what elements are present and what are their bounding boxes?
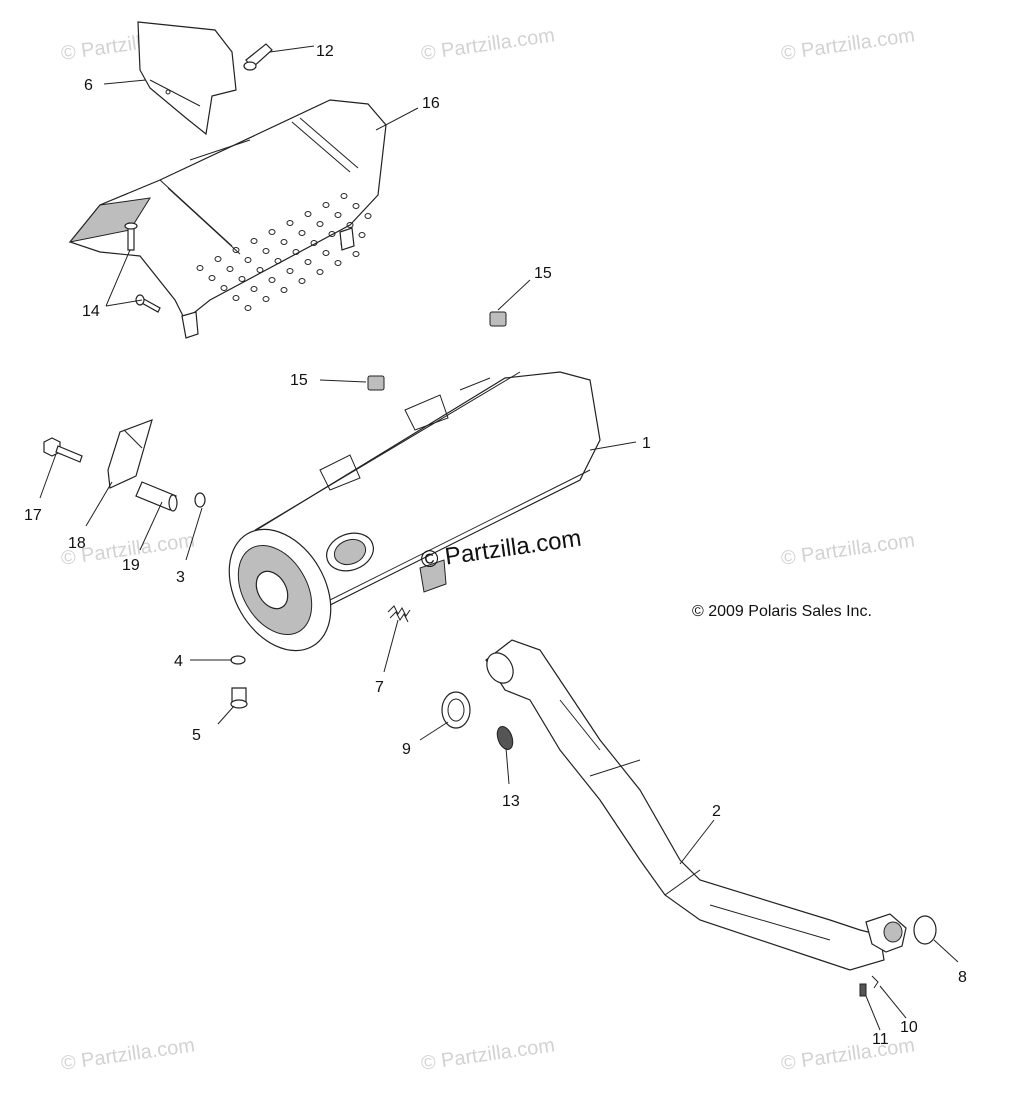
callout-9: 9	[402, 741, 411, 758]
vent-hole	[316, 221, 324, 227]
part-15-clip	[489, 311, 507, 327]
vent-hole	[232, 295, 240, 301]
vent-hole	[352, 251, 360, 257]
part-11-stud	[859, 983, 867, 997]
callout-8: 8	[958, 969, 967, 986]
part-10-clip	[871, 975, 879, 989]
vent-hole	[334, 260, 342, 266]
part-3-washer	[194, 492, 206, 508]
part-17-bolt	[43, 437, 83, 463]
part-1-muffler	[228, 371, 601, 652]
callout-1: 1	[642, 435, 651, 452]
vent-hole	[268, 277, 276, 283]
vent-hole	[352, 203, 360, 209]
vent-hole	[214, 256, 222, 262]
part-8-gasket	[913, 915, 937, 945]
vent-hole	[298, 278, 306, 284]
vent-hole	[346, 222, 354, 228]
vent-hole	[292, 249, 300, 255]
callout-12: 12	[316, 43, 334, 60]
part-19-spacer	[135, 481, 178, 512]
callout-19: 19	[122, 557, 140, 574]
callout-7: 7	[375, 679, 384, 696]
callout-4: 4	[174, 653, 183, 670]
vent-hole	[226, 266, 234, 272]
callout-16: 16	[422, 95, 440, 112]
vent-hole	[304, 211, 312, 217]
vent-hole	[364, 213, 372, 219]
callout-5: 5	[192, 727, 201, 744]
callout-15-upper: 15	[534, 265, 552, 282]
leader-lines	[39, 45, 959, 1031]
vent-hole	[250, 286, 258, 292]
copyright-text: © 2009 Polaris Sales Inc.	[692, 603, 872, 620]
watermark: © Partzilla.com	[420, 1034, 557, 1075]
vent-hole	[280, 287, 288, 293]
vent-hole	[274, 258, 282, 264]
vent-hole	[268, 229, 276, 235]
vent-hole	[232, 247, 240, 253]
watermark: © Partzilla.com	[780, 1034, 917, 1075]
part-15-clip	[367, 375, 385, 391]
callout-11: 11	[872, 1031, 889, 1048]
callout-18: 18	[68, 535, 86, 552]
part-2-head-pipe	[485, 639, 907, 971]
part-12-push-rivet	[243, 43, 273, 71]
vent-hole	[262, 248, 270, 254]
watermark: © Partzilla.com	[780, 529, 917, 570]
callout-13: 13	[502, 793, 520, 810]
vent-hole	[244, 305, 252, 311]
vent-hole	[208, 275, 216, 281]
vent-hole	[310, 240, 318, 246]
vent-hole	[322, 250, 330, 256]
vent-hole	[244, 257, 252, 263]
callout-10: 10	[900, 1019, 918, 1036]
vent-hole	[286, 268, 294, 274]
vent-hole	[298, 230, 306, 236]
callout-6: 6	[84, 77, 93, 94]
vent-hole	[196, 265, 204, 271]
vent-hole	[322, 202, 330, 208]
watermark: © Partzilla.com	[420, 24, 557, 65]
vent-hole	[262, 296, 270, 302]
watermark: © Partzilla.com	[60, 1034, 197, 1075]
callout-labels: 6 12 16 14 15 15 1 17 18 19 3 4 5 7 9 13…	[24, 43, 967, 1048]
part-4-washer	[230, 655, 246, 665]
callout-3: 3	[176, 569, 185, 586]
callout-15-lower: 15	[290, 372, 308, 389]
vent-hole	[280, 239, 288, 245]
vent-hole	[256, 267, 264, 273]
callout-2: 2	[712, 803, 721, 820]
vent-hole	[334, 212, 342, 218]
part-6-heat-shield-bracket	[137, 21, 237, 136]
vent-hole	[220, 285, 228, 291]
vent-hole	[286, 220, 294, 226]
vent-hole	[328, 231, 336, 237]
part-18-bracket	[107, 419, 153, 489]
vent-hole	[316, 269, 324, 275]
vent-hole	[238, 276, 246, 282]
watermark: © Partzilla.com	[780, 24, 917, 65]
vent-hole	[340, 193, 348, 199]
vent-hole	[304, 259, 312, 265]
part-9-gasket	[441, 691, 471, 729]
vent-hole	[358, 232, 366, 238]
part-13-spring	[496, 725, 514, 751]
callout-14: 14	[82, 303, 100, 320]
part-16-muffler-heat-shield	[68, 99, 387, 339]
vent-hole	[250, 238, 258, 244]
part-5-plug	[230, 687, 248, 709]
callout-17: 17	[24, 507, 42, 524]
part-7-spring	[387, 605, 411, 623]
